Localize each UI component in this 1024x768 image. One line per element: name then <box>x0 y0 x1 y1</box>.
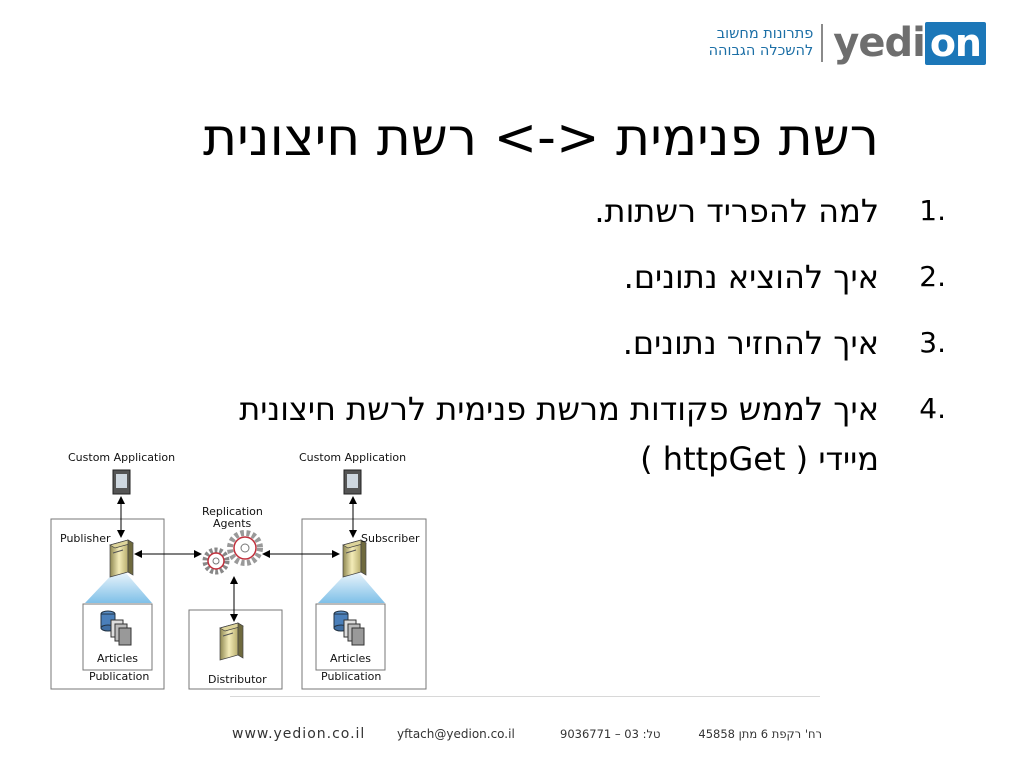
logo-tagline-line2: להשכלה הגבוהה <box>708 43 814 59</box>
publication-label-left: Publication <box>89 670 150 683</box>
articles-label-left: Articles <box>97 652 139 665</box>
footer-phone: טל: 03 – 9036771 <box>560 727 661 741</box>
list-item-number: 3. <box>919 326 946 359</box>
publisher-server-icon <box>109 539 134 578</box>
custom-application-label-left: Custom Application <box>68 451 176 464</box>
gear-icon <box>227 530 263 566</box>
list-item-text: איך להחזיר נתונים. <box>622 324 879 362</box>
list-item: 1. למה להפריד רשתות. <box>226 186 946 236</box>
distributor-label: Distributor <box>208 673 267 686</box>
list-item: 4. איך לממש פקודות מרשת פנימית לרשת חיצו… <box>226 384 946 484</box>
footer-email-link[interactable]: yftach@yedion.co.il <box>397 727 515 741</box>
list-item-text: איך להוציא נתונים. <box>623 258 879 296</box>
publisher-beam <box>85 566 152 603</box>
subscriber-server-icon <box>342 539 367 578</box>
agents-label: Agents <box>213 517 252 530</box>
document-stack-icon <box>110 619 132 646</box>
replication-diagram-graphic <box>50 469 427 690</box>
subscriber-beam <box>318 566 385 603</box>
document-stack-icon <box>343 619 365 646</box>
footer-divider <box>230 696 820 697</box>
logo-tagline-line1: פתרונות מחשוב <box>716 26 814 42</box>
publisher-label: Publisher <box>60 532 111 545</box>
logo-tagline: פתרונות מחשוב להשכלה הגבוהה <box>709 26 814 60</box>
list-item-number: 4. <box>919 392 946 425</box>
footer: www.yedion.co.il yftach@yedion.co.il טל:… <box>230 726 822 746</box>
subscriber-label: Subscriber <box>361 532 420 545</box>
monitor-icon <box>343 469 362 495</box>
list-item-text: איך לממש פקודות מרשת פנימית לרשת חיצונית… <box>239 390 879 478</box>
list-item: 2. איך להוציא נתונים. <box>226 252 946 302</box>
list-item-number: 1. <box>919 194 946 227</box>
logo-word-yedi: yedi <box>833 20 926 66</box>
yedion-logo: פתרונות מחשוב להשכלה הגבוהה yedi on <box>709 20 986 66</box>
logo-word-on: on <box>924 21 986 65</box>
custom-application-label-right: Custom Application <box>299 451 407 464</box>
monitor-icon <box>112 469 131 495</box>
list-item-text: למה להפריד רשתות. <box>594 192 879 230</box>
list-item: 3. איך להחזיר נתונים. <box>226 318 946 368</box>
numbered-list: 1. למה להפריד רשתות. 2. איך להוציא נתוני… <box>226 186 946 500</box>
footer-website-link[interactable]: www.yedion.co.il <box>232 726 366 742</box>
gear-icon <box>202 547 230 575</box>
list-item-number: 2. <box>919 260 946 293</box>
footer-address: רח' רקפת 6 מתן 45858 <box>698 727 822 741</box>
replication-label: Replication <box>202 505 263 518</box>
replication-diagram: Custom Application Custom Application Pu… <box>48 448 433 698</box>
distributor-server-icon <box>219 622 244 661</box>
publication-label-right: Publication <box>321 670 382 683</box>
articles-label-right: Articles <box>330 652 372 665</box>
slide-title: רשת פנימית <-> רשת חיצונית <box>202 108 879 168</box>
logo-wordmark: yedi on <box>833 20 986 66</box>
logo-divider <box>821 24 824 62</box>
